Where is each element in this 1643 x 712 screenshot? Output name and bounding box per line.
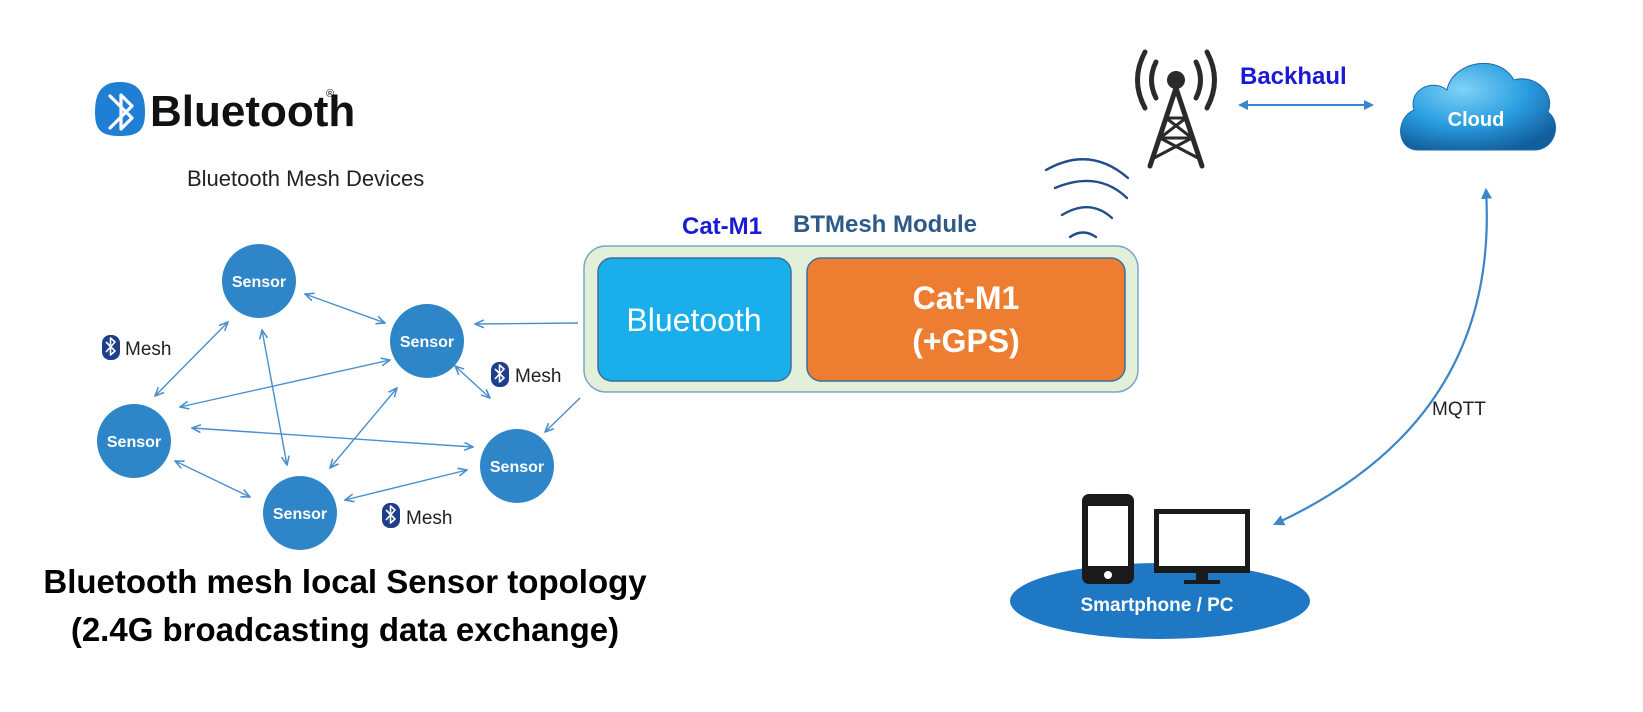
monitor-icon bbox=[1154, 509, 1250, 584]
mesh-devices-label: Bluetooth Mesh Devices bbox=[187, 166, 424, 191]
mesh-tag: Mesh bbox=[102, 335, 171, 360]
module-prefix-label: Cat-M1 bbox=[682, 213, 762, 240]
mqtt-label: MQTT bbox=[1432, 399, 1486, 420]
cell-tower-icon bbox=[1135, 49, 1217, 169]
caption-line-1: Bluetooth mesh local Sensor topology bbox=[43, 563, 647, 600]
catm1-block: Cat-M1 (+GPS) bbox=[806, 257, 1126, 382]
sensor-node: Sensor bbox=[97, 404, 171, 478]
smartphone-pc-group: Smartphone / PC bbox=[1010, 494, 1310, 639]
link-arrow bbox=[305, 294, 385, 323]
mesh-tag: Mesh bbox=[382, 503, 452, 529]
link-arrow bbox=[330, 388, 397, 468]
link-arrow bbox=[455, 366, 490, 398]
sensor-label: Sensor bbox=[490, 459, 544, 476]
brand-name: Bluetooth bbox=[150, 87, 355, 136]
registered-mark: ® bbox=[326, 88, 334, 100]
smartphone-pc-label: Smartphone / PC bbox=[1080, 595, 1233, 616]
link-arrow bbox=[345, 470, 467, 500]
bluetooth-rune-icon bbox=[491, 362, 509, 387]
link-arrow bbox=[192, 428, 473, 447]
mesh-tag-label: Mesh bbox=[515, 366, 561, 387]
link-arrow bbox=[180, 360, 390, 407]
sensor-node: Sensor bbox=[480, 429, 554, 503]
bluetooth-logo: Bluetooth ® bbox=[95, 82, 355, 136]
btmesh-module: Bluetooth Cat-M1 (+GPS) bbox=[583, 245, 1139, 393]
catm1-block-line2: (+GPS) bbox=[912, 323, 1020, 359]
module-to-sensor-arrow bbox=[545, 397, 581, 432]
cloud-label: Cloud bbox=[1448, 109, 1505, 131]
mesh-tag-label: Mesh bbox=[125, 339, 171, 360]
caption-line-2: (2.4G broadcasting data exchange) bbox=[71, 611, 619, 648]
sensor-node: Sensor bbox=[390, 304, 464, 378]
module-to-sensor-arrow bbox=[475, 323, 579, 324]
sensor-node: Sensor bbox=[263, 476, 337, 550]
link-arrow bbox=[262, 330, 287, 465]
sensor-label: Sensor bbox=[232, 274, 286, 291]
bluetooth-rune-icon bbox=[382, 503, 400, 528]
bluetooth-rune-icon bbox=[95, 82, 145, 136]
backhaul-label: Backhaul bbox=[1240, 63, 1347, 90]
bluetooth-block-label: Bluetooth bbox=[626, 302, 761, 338]
smartphone-icon bbox=[1082, 494, 1134, 584]
bluetooth-block: Bluetooth bbox=[597, 257, 792, 382]
catm1-block-line1: Cat-M1 bbox=[913, 280, 1020, 316]
sensor-label: Sensor bbox=[273, 506, 327, 523]
sensor-label: Sensor bbox=[400, 334, 454, 351]
sensor-label: Sensor bbox=[107, 434, 161, 451]
sensor-node: Sensor bbox=[222, 244, 296, 318]
mqtt-arrow bbox=[1273, 187, 1493, 526]
mesh-links bbox=[155, 294, 581, 500]
mesh-tag: Mesh bbox=[491, 362, 561, 387]
module-name-label: BTMesh Module bbox=[793, 211, 977, 238]
bluetooth-rune-icon bbox=[102, 335, 120, 360]
cloud-icon: Cloud bbox=[1400, 62, 1556, 151]
link-arrow bbox=[175, 461, 250, 497]
mesh-tag-label: Mesh bbox=[406, 508, 452, 529]
wireless-signal-icon bbox=[1044, 158, 1130, 239]
